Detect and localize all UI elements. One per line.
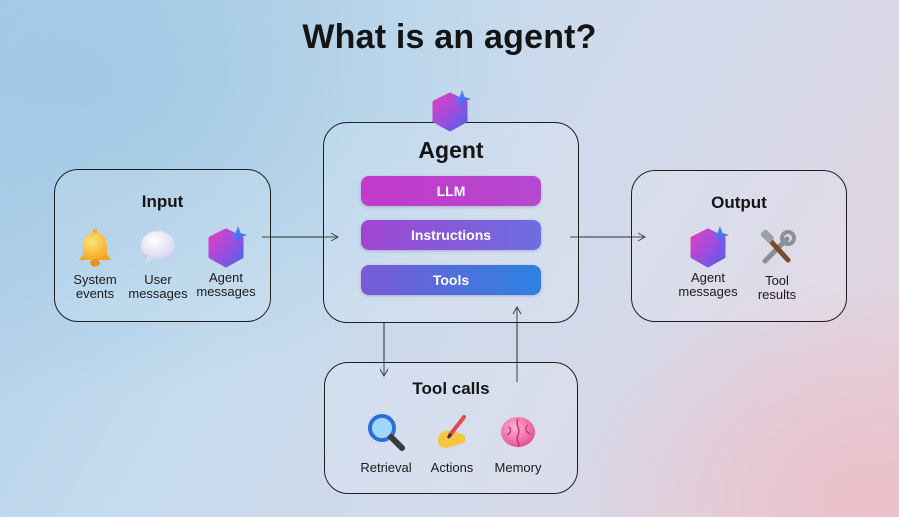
agent-hexagon-icon [208, 226, 247, 268]
bell-icon [79, 228, 111, 267]
toolcalls-title: Tool calls [412, 379, 490, 398]
input-item-label: System events [73, 272, 117, 301]
toolcalls-panel: Tool calls Retrieval Actions Memory [324, 362, 578, 494]
agent-hexagon-icon [432, 90, 471, 132]
pill-instructions: Instructions [361, 220, 541, 250]
output-item-label: Tool results [757, 273, 797, 302]
speech-bubble-icon [141, 231, 175, 264]
input-item-label: User messages [128, 272, 188, 301]
pill-llm: LLM [361, 176, 541, 206]
output-item-agent-messages: Agent messages [672, 224, 744, 299]
hammer-wrench-icon [760, 229, 796, 264]
output-panel: Output Agent messages Tool results [631, 170, 847, 322]
magnifier-icon [368, 414, 405, 451]
output-item-tool-results: Tool results [741, 227, 813, 302]
toolcalls-item-memory: Memory [482, 411, 554, 475]
toolcalls-item-retrieval: Retrieval [350, 411, 422, 475]
pill-tools: Tools [361, 265, 541, 295]
input-item-system-events: System events [59, 226, 131, 301]
output-item-label: Agent messages [678, 270, 738, 299]
input-item-agent-messages: Agent messages [190, 224, 262, 299]
writing-hand-icon [438, 415, 466, 448]
toolcalls-item-label: Retrieval [360, 460, 412, 475]
toolcalls-item-label: Actions [430, 460, 474, 475]
toolcalls-item-label: Memory [494, 460, 542, 475]
page-title: What is an agent? [302, 18, 597, 56]
output-title: Output [711, 193, 767, 212]
input-panel: Input System events User messages Agent … [54, 169, 271, 322]
input-item-user-messages: User messages [122, 226, 194, 301]
agent-hexagon-icon [690, 226, 729, 268]
toolcalls-item-actions: Actions [416, 411, 488, 475]
brain-icon [501, 417, 535, 448]
input-item-label: Agent messages [196, 270, 256, 299]
input-title: Input [141, 192, 184, 211]
agent-title: Agent [418, 137, 484, 163]
